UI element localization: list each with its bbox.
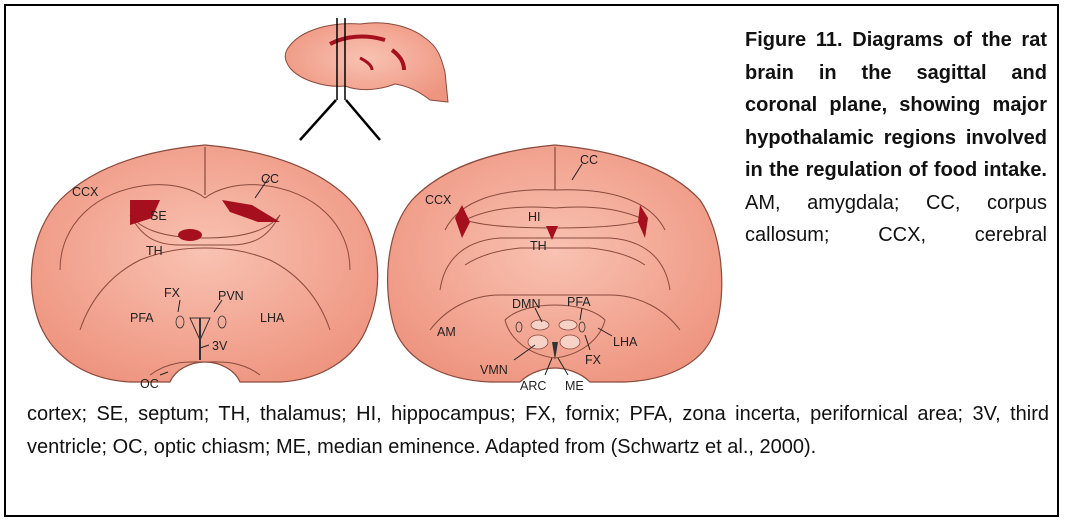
left-coronal-section: CCX CC SE TH FX PVN PFA LHA 3V OC (31, 145, 377, 391)
sagittal-brain (285, 18, 448, 140)
figure-caption-side: Figure 11. Diagrams of the rat brain in … (745, 24, 1047, 252)
label-fx: FX (164, 286, 181, 300)
label-cc: CC (261, 172, 279, 186)
label-th: TH (146, 244, 163, 258)
label-am: AM (437, 325, 456, 339)
label-pfa: PFA (130, 311, 154, 325)
label-lha: LHA (260, 311, 285, 325)
label-cc-right: CC (580, 153, 598, 167)
label-dmn: DMN (512, 297, 540, 311)
label-se: SE (150, 209, 167, 223)
figure-caption-title: Figure 11. Diagrams of the rat brain in … (745, 29, 1047, 181)
label-ccx-right: CCX (425, 193, 452, 207)
label-pvn: PVN (218, 289, 244, 303)
label-th-right: TH (530, 239, 547, 253)
label-vmn: VMN (480, 363, 508, 377)
label-oc: OC (140, 377, 159, 391)
figure-caption-continued: cortex; SE, septum; TH, thalamus; HI, hi… (27, 398, 1049, 463)
label-me: ME (565, 379, 584, 393)
label-3v: 3V (212, 339, 228, 353)
label-lha-right: LHA (613, 335, 638, 349)
label-arc: ARC (520, 379, 546, 393)
right-coronal-section: CC CCX HI TH AM DMN PFA LHA FX VMN ARC M… (388, 145, 722, 393)
label-ccx: CCX (72, 185, 99, 199)
label-pfa-right: PFA (567, 295, 591, 309)
label-hi: HI (528, 210, 541, 224)
figure-caption-body-start: AM, amygdala; CC, corpus callosum; CCX, … (745, 192, 1047, 247)
label-fx-right: FX (585, 353, 602, 367)
